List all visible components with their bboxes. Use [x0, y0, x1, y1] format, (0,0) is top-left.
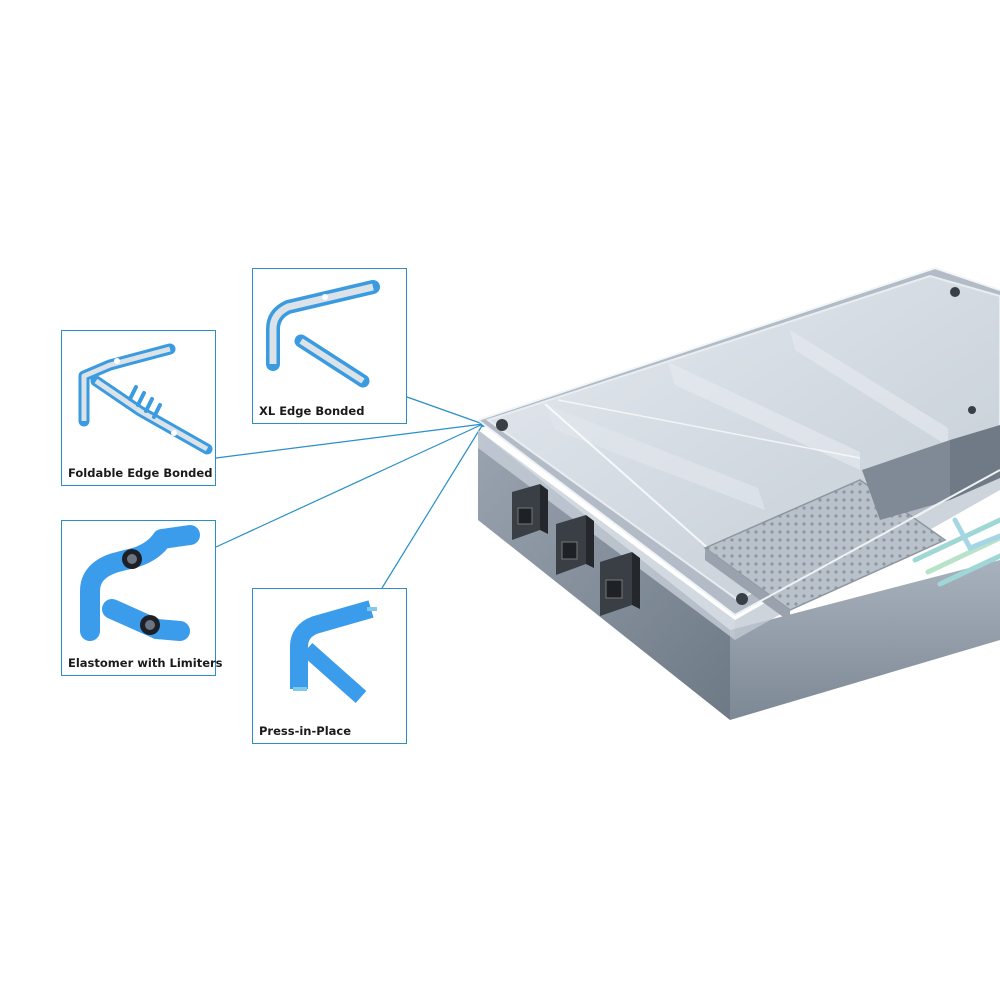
connector-lines: [215, 396, 484, 589]
callout-xl-edge-bonded: XL Edge Bonded: [252, 268, 407, 424]
xl-edge-bonded-gasket-image: [266, 280, 380, 388]
elastomer-with-limiters-label: Elastomer with Limiters: [68, 656, 223, 670]
callout-foldable-edge-bonded: Foldable Edge Bonded: [61, 330, 216, 486]
press-in-place-label: Press-in-Place: [259, 724, 352, 738]
foldable-edge-bonded-gasket-image: [78, 343, 213, 455]
side-connectors: [512, 484, 640, 616]
callout-elastomer-with-limiters: Elastomer with Limiters: [61, 520, 223, 676]
elastomer-with-limiters-gasket-image: [80, 525, 200, 641]
press-in-place-gasket-image: [290, 600, 377, 703]
callout-press-in-place: Press-in-Place: [252, 588, 407, 744]
enclosure: [477, 266, 1000, 720]
foldable-edge-bonded-label: Foldable Edge Bonded: [68, 466, 213, 480]
xl-edge-bonded-label: XL Edge Bonded: [259, 404, 365, 418]
